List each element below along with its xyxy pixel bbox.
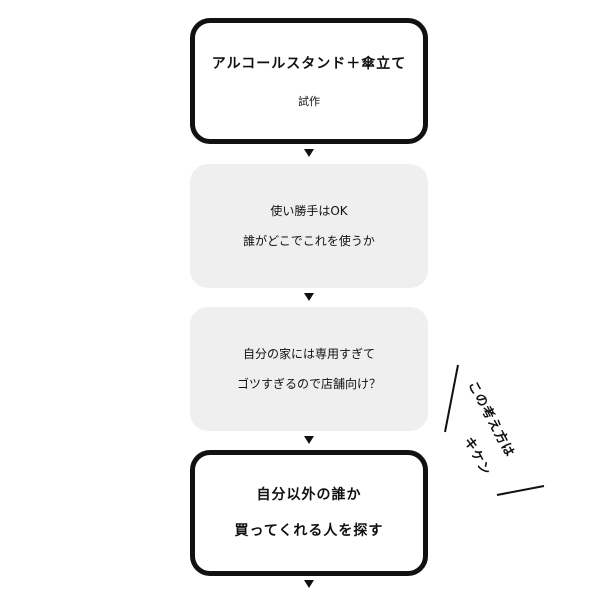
arrow-down-icon bbox=[304, 149, 314, 157]
flow-step-find-buyer: 自分以外の誰か 買ってくれる人を探す bbox=[190, 450, 428, 576]
step-line-2: 誰がどこでこれを使うか bbox=[243, 234, 375, 248]
arrow-down-icon bbox=[304, 436, 314, 444]
step-line-1: 自分以外の誰か bbox=[256, 487, 362, 503]
step-subtitle: 試作 bbox=[298, 95, 320, 108]
side-note-line-2: キケン bbox=[460, 435, 493, 479]
step-line-1: 使い勝手はOK bbox=[270, 204, 348, 218]
step-line-2: ゴツすぎるので店舗向け？ bbox=[236, 377, 381, 391]
arrow-down-icon bbox=[304, 293, 314, 301]
step-line-2: 買ってくれる人を探す bbox=[234, 523, 384, 539]
bracket-line-bottom bbox=[496, 485, 545, 496]
step-title: アルコールスタンド＋傘立て bbox=[211, 56, 407, 72]
flow-step-target: 自分の家には専用すぎて ゴツすぎるので店舗向け？ bbox=[190, 307, 428, 431]
bracket-line-left bbox=[444, 364, 459, 433]
flow-step-usability: 使い勝手はOK 誰がどこでこれを使うか bbox=[190, 164, 428, 288]
step-line-1: 自分の家には専用すぎて bbox=[242, 347, 375, 361]
arrow-down-icon bbox=[304, 580, 314, 588]
flow-step-prototype: アルコールスタンド＋傘立て 試作 bbox=[190, 18, 428, 144]
